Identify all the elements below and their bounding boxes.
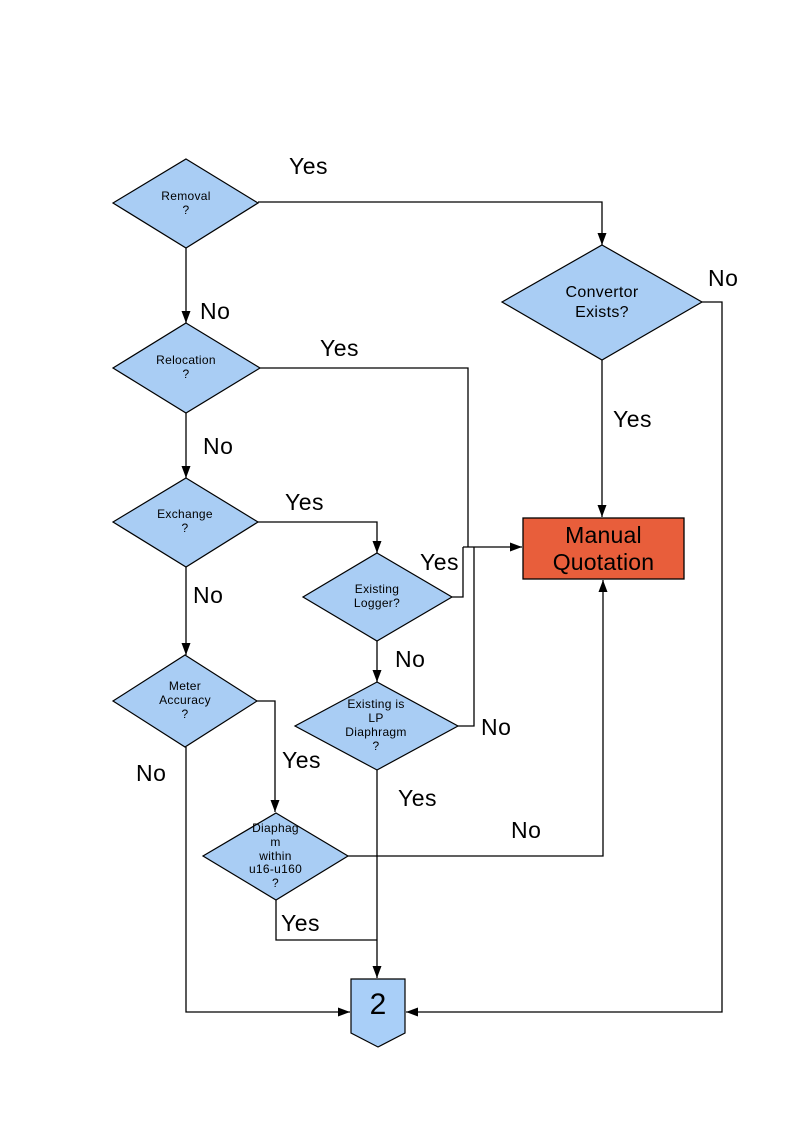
node-existing-logger-label: Existing Logger? [353,582,401,610]
edge-label-removal-no: No [200,298,231,324]
node-removal-shape [111,158,260,249]
node-exchange-shape [111,477,260,568]
edge-label-relocation-no: No [203,433,234,459]
nodes-layer [111,158,704,1048]
edge-label-meter-accuracy-no: No [136,760,167,786]
node-convertor-shape [500,244,704,361]
edge-existing-logger-yes [452,547,464,598]
edge-label-relocation-yes: Yes [320,335,360,361]
edge-label-convertor-no: No [708,265,739,291]
edge-label-meter-accuracy-yes: Yes [282,747,322,773]
node-convertor-label: Convertor Exists? [565,283,639,321]
edge-label-diaphragm-range-yes: Yes [281,910,321,936]
node-existing-lp-label: Existing is LP Diaphragm ? [345,697,407,753]
edge-removal-yes [258,201,607,245]
node-diaphragm-range-shape [201,812,350,901]
edge-label-diaphragm-range-no: No [511,817,542,843]
edge-exchange-yes [258,521,382,553]
node-exchange-label: Exchange ? [157,507,213,535]
node-existing-lp-shape [293,681,460,771]
edge-label-existing-logger-no: No [395,646,426,672]
node-meter-accuracy-shape [111,654,259,748]
edge-label-existing-lp-yes: Yes [398,785,438,811]
edge-meter-accuracy-yes [257,700,280,812]
node-diaphragm-range-label: Diaphag m within u16-u160 ? [248,821,303,891]
edge-label-existing-lp-no: No [481,714,512,740]
node-offpage-connector-shape [350,978,406,1048]
edge-label-exchange-yes: Yes [285,489,325,515]
node-meter-accuracy-label: Meter Accuracy ? [159,679,211,721]
edge-label-exchange-no: No [193,582,224,608]
node-manual-quotation-shape [522,517,685,580]
edge-label-existing-logger-yes: Yes [420,549,460,575]
edge-existing-lp-no [458,547,475,727]
edge-relocation-yes [260,367,469,547]
edge-convertor-no [406,301,723,1017]
node-relocation-shape [111,322,262,414]
edge-meter-accuracy-no [185,747,350,1017]
node-relocation-label: Relocation ? [156,353,216,381]
edge-diaphragm-range-no [348,580,608,857]
node-manual-quotation-label: Manual Quotation [552,522,655,575]
edges-layer [181,201,723,1017]
edge-label-removal-yes: Yes [289,153,329,179]
node-offpage-connector-label: 2 [369,987,387,1021]
node-removal-label: Removal ? [161,189,211,217]
node-existing-logger-shape [301,552,454,642]
edge-diaphragm-range-yes [275,900,377,941]
edge-label-convertor-yes: Yes [613,406,653,432]
